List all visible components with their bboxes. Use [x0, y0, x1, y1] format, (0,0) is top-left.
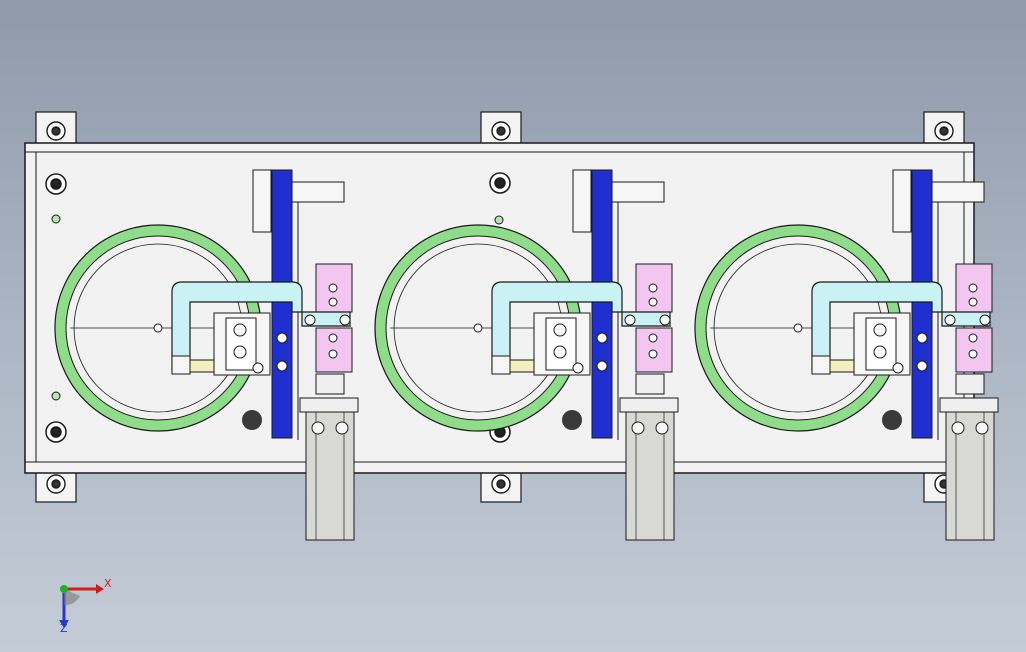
cylinder-port: [648, 283, 658, 293]
cylinder-port: [968, 283, 978, 293]
fastener: [252, 362, 264, 374]
clamp-jaw: [225, 317, 257, 371]
clamp-station-3[interactable]: [694, 169, 999, 541]
locating-pins: [51, 214, 504, 401]
guide-rail: [271, 169, 293, 439]
actuator-bracket: [939, 397, 999, 413]
jaw-screw: [553, 323, 567, 337]
fastener: [624, 314, 636, 326]
fastener: [916, 360, 928, 372]
cylinder-port: [328, 283, 338, 293]
tapped-hole: [882, 410, 902, 430]
actuator-fitting: [655, 421, 669, 435]
fastener: [944, 314, 956, 326]
fastener: [304, 314, 316, 326]
x-axis-label: X: [104, 577, 112, 590]
ring-center-mark: [473, 323, 483, 333]
coordinate-triad: X Z: [59, 577, 112, 635]
tapped-hole: [242, 410, 262, 430]
clamp-pad: [509, 359, 535, 373]
linear-actuator-body: [625, 411, 675, 541]
guide-block: [252, 169, 272, 233]
rail-stop: [931, 181, 985, 203]
cylinder-port: [968, 349, 978, 359]
cylinder-port: [648, 297, 658, 307]
fastener: [572, 362, 584, 374]
actuator-bracket: [299, 397, 359, 413]
fastener: [979, 314, 991, 326]
actuator-fitting: [951, 421, 965, 435]
cylinder-port: [328, 297, 338, 307]
ring-center-mark: [793, 323, 803, 333]
cylinder-port: [968, 333, 978, 343]
cylinder-port: [328, 349, 338, 359]
guide-block: [892, 169, 912, 233]
fastener: [276, 332, 288, 344]
clamp-pad: [829, 359, 855, 373]
jaw-screw: [233, 323, 247, 337]
fastener: [659, 314, 671, 326]
fastener: [596, 332, 608, 344]
fastener: [892, 362, 904, 374]
cylinder-mount: [635, 373, 665, 395]
guide-rail: [911, 169, 933, 439]
clamp-tip: [491, 355, 511, 375]
linear-actuator-body: [945, 411, 995, 541]
cylinder-port: [648, 349, 658, 359]
actuator-fitting: [975, 421, 989, 435]
jaw-screw: [553, 345, 567, 359]
linear-actuator-body: [305, 411, 355, 541]
fastener: [596, 360, 608, 372]
clamp-pad: [189, 359, 215, 373]
actuator-bracket: [619, 397, 679, 413]
clamp-station-2[interactable]: [374, 169, 679, 541]
jaw-screw: [873, 345, 887, 359]
fastener: [339, 314, 351, 326]
jaw-screw: [233, 345, 247, 359]
cylinder-mount: [315, 373, 345, 395]
cylinder-port: [328, 333, 338, 343]
actuator-fitting: [311, 421, 325, 435]
tapped-hole: [562, 410, 582, 430]
cylinder-port: [968, 297, 978, 307]
fastener: [276, 360, 288, 372]
clamp-tip: [811, 355, 831, 375]
cylinder-mount: [955, 373, 985, 395]
clamp-station-1[interactable]: [54, 169, 359, 541]
guide-block: [572, 169, 592, 233]
ring-center-mark: [153, 323, 163, 333]
actuator-fitting: [631, 421, 645, 435]
cylinder-port: [648, 333, 658, 343]
clamp-tip: [171, 355, 191, 375]
z-axis-label: Z: [60, 622, 68, 635]
guide-rail: [591, 169, 613, 439]
fastener: [916, 332, 928, 344]
jaw-screw: [873, 323, 887, 337]
mounting-tab-holes: [46, 121, 954, 494]
rail-stop: [611, 181, 665, 203]
actuator-fitting: [335, 421, 349, 435]
rail-stop: [291, 181, 345, 203]
